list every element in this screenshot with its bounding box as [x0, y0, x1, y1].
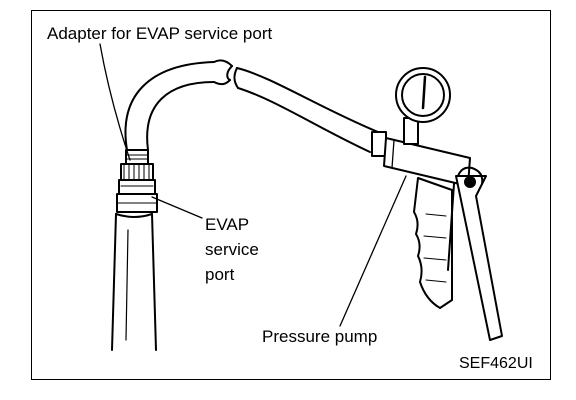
adapter-fitting: [116, 149, 158, 213]
hose: [124, 59, 379, 153]
adapter-label: Adapter for EVAP service port: [47, 24, 273, 43]
evap-label-line-3: port: [205, 265, 235, 284]
leader-lines: [99, 43, 407, 327]
pressure-pump-label: Pressure pump: [262, 327, 378, 346]
evap-service-port-pipe: [111, 213, 157, 351]
figure-code: SEF462UI: [459, 355, 533, 372]
evap-label-line-1: EVAP: [205, 215, 250, 234]
evap-service-port-label: EVAP service port: [205, 212, 285, 287]
evap-label-line-2: service: [205, 240, 259, 259]
pressure-pump: [371, 67, 503, 341]
